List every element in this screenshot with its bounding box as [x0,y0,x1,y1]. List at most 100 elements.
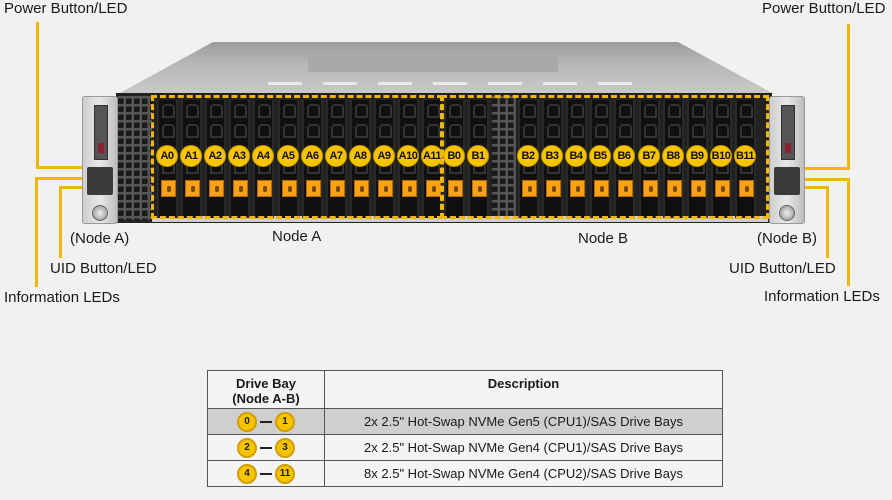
drive-vent [403,104,416,118]
drive-vent [210,124,223,138]
table-header-row: Drive Bay (Node A-B) Description [207,370,723,409]
drive-release-latch-icon[interactable] [691,180,706,197]
left-power-button-label: Power Button/LED [4,0,128,17]
drive-release-latch-icon[interactable] [233,180,248,197]
drive-vent [307,104,320,118]
bay-number-badge: A11 [421,145,443,167]
bay-number-badge: A1 [180,145,202,167]
drive-vent [355,104,368,118]
bay-number-badge: B7 [638,145,660,167]
bay-number-badge: B5 [589,145,611,167]
drive-vent [547,124,560,138]
drive-release-latch-icon[interactable] [546,180,561,197]
drive-vent [595,124,608,138]
drive-release-latch-icon[interactable] [570,180,585,197]
right-power-callout-line-h [789,167,850,170]
bay-number-badge: A0 [156,145,178,167]
drive-vent [234,104,247,118]
drive-release-latch-icon[interactable] [448,180,463,197]
drive-release-latch-icon[interactable] [715,180,730,197]
drive-vent [692,124,705,138]
center-vent-grille [492,96,516,220]
drive-bay-header-line2: (Node A-B) [232,391,300,406]
drive-release-latch-icon[interactable] [643,180,658,197]
chassis-top-cover [118,42,774,94]
bay-number-badge: A3 [228,145,250,167]
bay-number-badge: B6 [613,145,635,167]
drive-release-latch-icon[interactable] [330,180,345,197]
left-control-ear [82,96,118,224]
description-cell: 8x 2.5" Hot-Swap NVMe Gen4 (CPU2)/SAS Dr… [324,460,723,487]
drive-vent [162,104,175,118]
drive-vent [619,124,632,138]
bay-number-badge: B10 [710,145,732,167]
drive-vent [331,124,344,138]
right-control-panel-leds [774,167,800,195]
range-dash [260,472,272,475]
drive-release-latch-icon[interactable] [257,180,272,197]
bay-number-badge: B3 [541,145,563,167]
drive-release-latch-icon[interactable] [378,180,393,197]
drive-release-latch-icon[interactable] [739,180,754,197]
drive-vent [740,124,753,138]
right-info-callout-line-h [789,178,850,181]
drive-release-latch-icon[interactable] [402,180,417,197]
drive-vent [473,104,486,118]
drive-release-latch-icon[interactable] [354,180,369,197]
drive-vent [449,104,462,118]
right-power-button-label: Power Button/LED [762,0,886,17]
bay-number-badge: A5 [277,145,299,167]
drive-vent [283,124,296,138]
drive-vent [258,124,271,138]
bay-number-badge: A7 [325,145,347,167]
right-info-leds-label: Information LEDs [764,288,880,305]
drive-vent [355,124,368,138]
drive-vent [331,104,344,118]
right-power-callout-line [847,24,850,169]
left-info-leds-label: Information LEDs [4,289,120,306]
drive-vent [523,104,536,118]
bay-end-badge: 1 [275,411,295,432]
drive-release-latch-icon[interactable] [185,180,200,197]
drive-release-latch-icon[interactable] [161,180,176,197]
drive-release-latch-icon[interactable] [594,180,609,197]
drive-release-latch-icon[interactable] [306,180,321,197]
drive-release-latch-icon[interactable] [618,180,633,197]
drive-vent [716,104,729,118]
drive-vent [258,104,271,118]
left-vent-grille [118,96,152,220]
left-uid-callout-line [59,186,62,258]
left-control-panel-leds [87,167,113,195]
bay-number-badge: A8 [349,145,371,167]
drive-vent [595,104,608,118]
drive-release-latch-icon[interactable] [282,180,297,197]
right-uid-callout-line-h [789,186,829,189]
drive-release-latch-icon[interactable] [522,180,537,197]
bay-number-badge: A6 [301,145,323,167]
node-b-highlight-box [441,95,769,219]
drive-release-latch-icon[interactable] [472,180,487,197]
bay-end-badge: 11 [275,463,295,484]
drive-release-latch-icon[interactable] [667,180,682,197]
drive-vent [186,124,199,138]
drive-vent [427,124,440,138]
drive-vent [716,124,729,138]
left-uid-label: UID Button/LED [50,260,157,277]
bay-end-badge: 3 [275,437,295,458]
left-thumbscrew-icon [92,205,108,221]
drive-vent [547,104,560,118]
drive-vent [668,124,681,138]
bay-number-badge: B11 [734,145,756,167]
description-cell: 2x 2.5" Hot-Swap NVMe Gen4 (CPU1)/SAS Dr… [324,434,723,461]
range-dash [260,446,272,449]
drive-release-latch-icon[interactable] [209,180,224,197]
node-a-label: Node A [272,228,322,245]
bay-number-badge: B8 [662,145,684,167]
